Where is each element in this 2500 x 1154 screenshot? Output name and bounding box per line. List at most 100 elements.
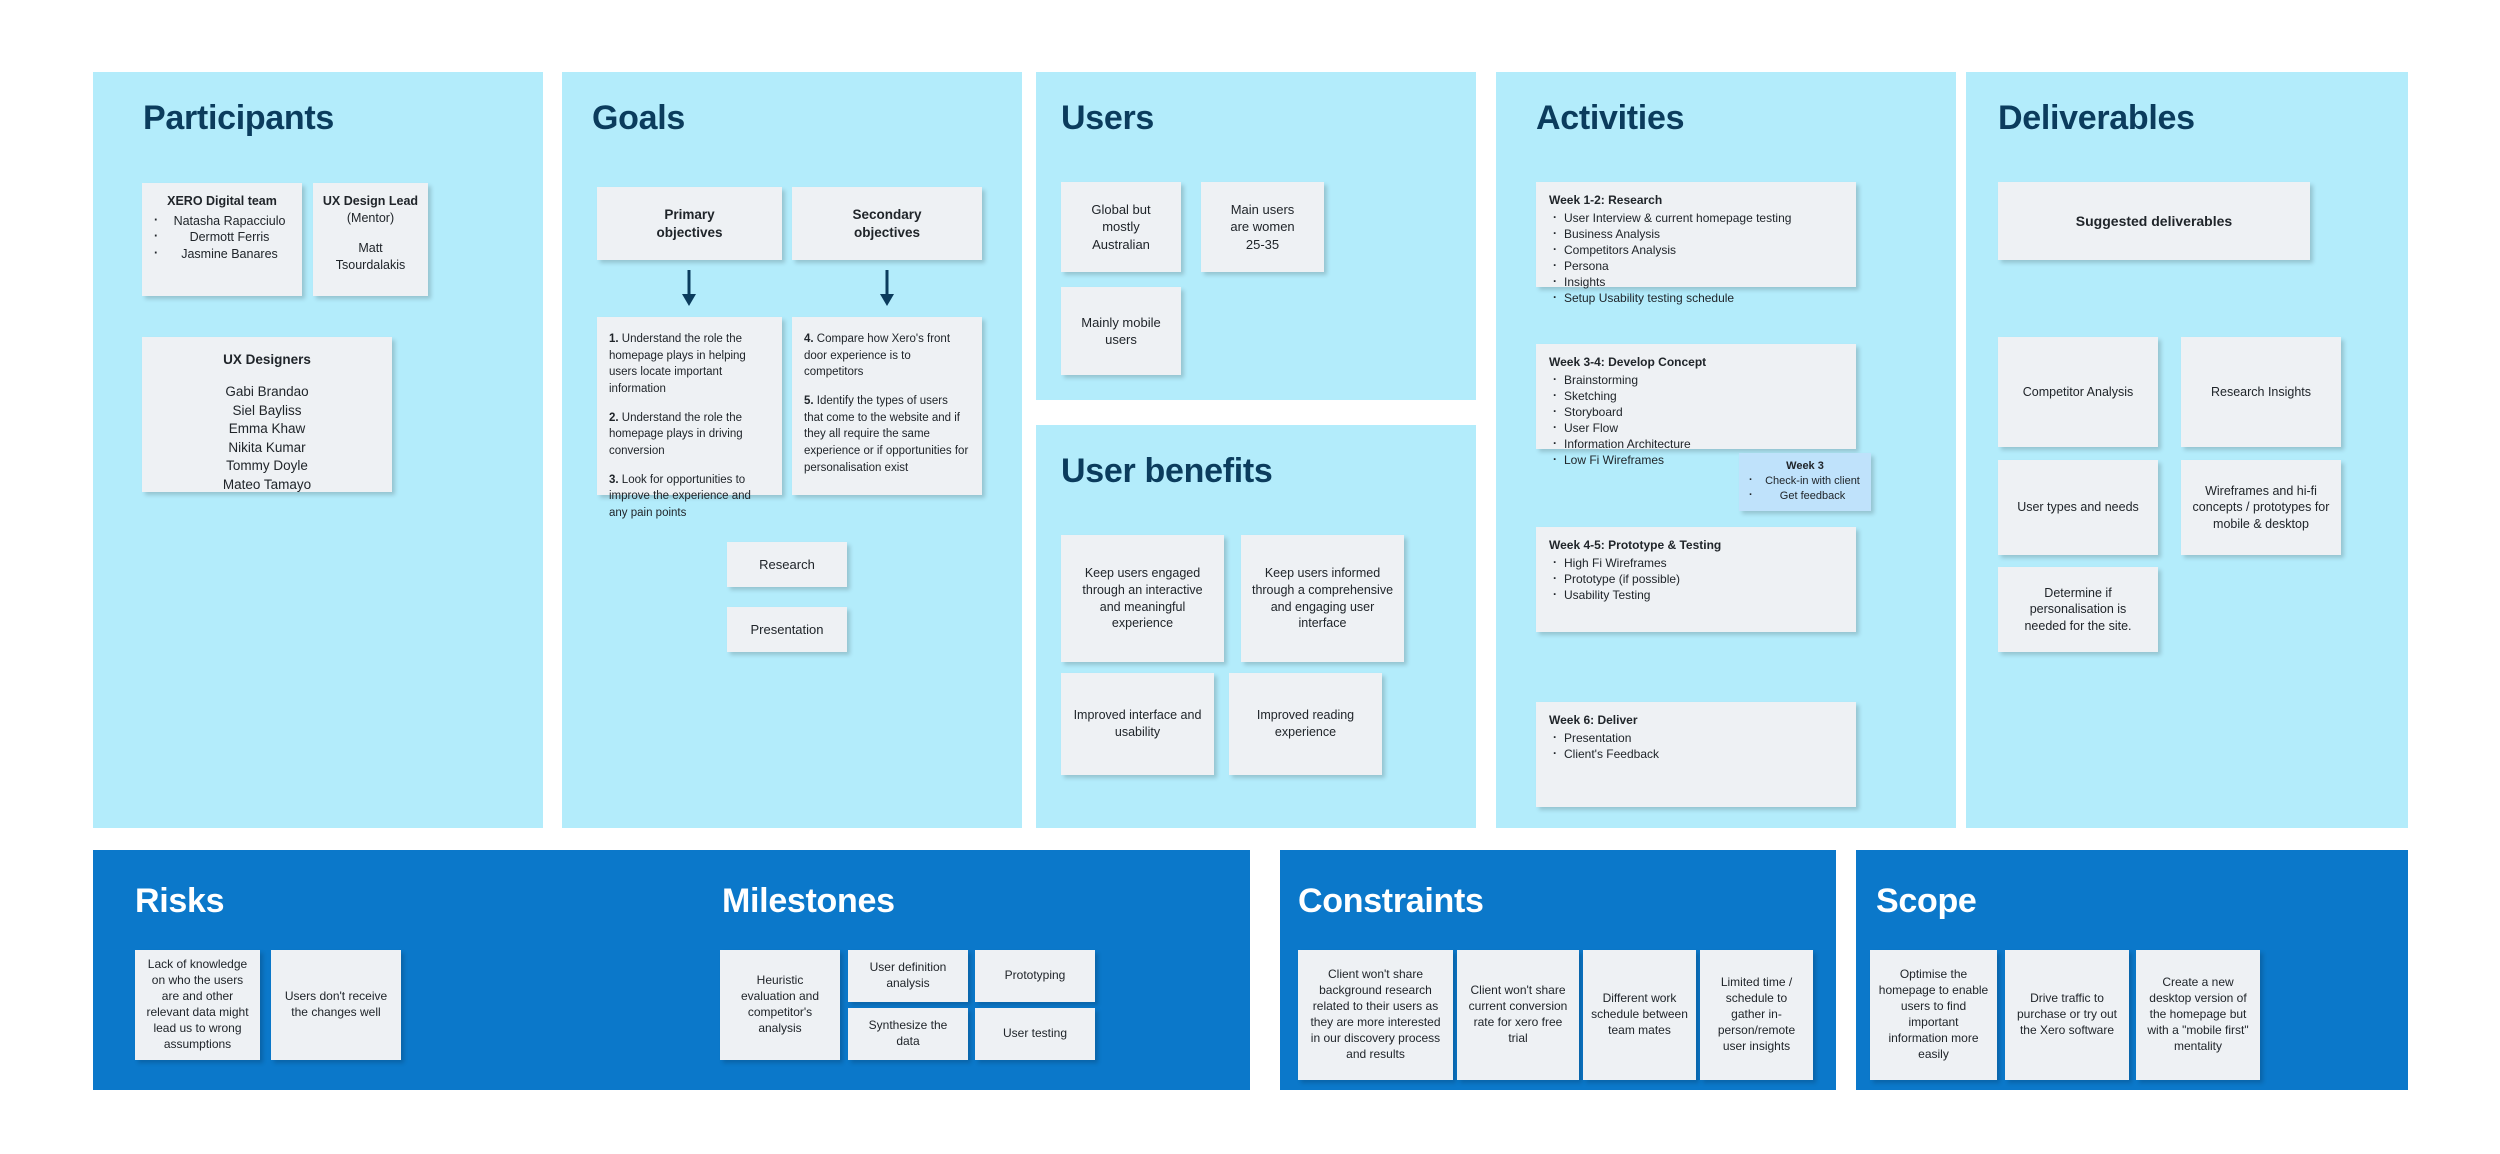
card-scope-optimise-homepage[interactable]: Optimise the homepage to enable users to… <box>1870 950 1997 1080</box>
goal-item-5: 5. Identify the types of users that come… <box>804 393 970 476</box>
ux-lead-name-line1: Matt <box>358 241 383 256</box>
list-item: Gabi Brandao <box>225 383 309 399</box>
list-item: Nikita Kumar <box>228 439 306 455</box>
deliverable-user-types-text: User types and needs <box>2017 500 2139 515</box>
secondary-objectives-line2: objectives <box>853 224 921 240</box>
constraint-conversion-rate-text: Client won't share current conversion ra… <box>1468 983 1568 1045</box>
goal-5-number: 5. <box>804 395 814 408</box>
card-users-women[interactable]: Main users are women 25-35 <box>1201 182 1324 272</box>
arrow-down-primary-icon <box>682 270 696 306</box>
constraints-title: Constraints <box>1298 882 1484 920</box>
card-deliverable-research-insights[interactable]: Research Insights <box>2181 337 2341 447</box>
users-mobile-line1: Mainly mobile <box>1081 314 1161 330</box>
milestone-user-definition-text: User definition analysis <box>869 960 947 990</box>
card-benefit-reading[interactable]: Improved reading experience <box>1229 673 1382 775</box>
card-milestone-user-testing[interactable]: User testing <box>975 1008 1095 1060</box>
list-item: Mateo Tamayo <box>222 477 312 493</box>
card-constraint-limited-time[interactable]: Limited time / schedule to gather in-per… <box>1700 950 1813 1080</box>
card-deliverable-wireframes[interactable]: Wireframes and hi-fi concepts / prototyp… <box>2181 460 2341 555</box>
benefit-interface-text: Improved interface and usability <box>1073 708 1202 739</box>
card-week-3-checkin-note[interactable]: Week 3 Check-in with client Get feedback <box>1739 453 1871 511</box>
primary-objectives-line2: objectives <box>656 224 723 240</box>
card-suggested-deliverables[interactable]: Suggested deliverables <box>1998 182 2310 260</box>
week-3-4-heading: Week 3-4: Develop Concept <box>1549 355 1707 369</box>
card-primary-objectives[interactable]: Primary objectives <box>597 187 782 260</box>
card-scope-drive-traffic[interactable]: Drive traffic to purchase or try out the… <box>2005 950 2129 1080</box>
panel-user-benefits: User benefits Keep users engaged through… <box>1036 425 1476 828</box>
suggested-deliverables-label: Suggested deliverables <box>2075 212 2233 229</box>
card-deliverable-competitor-analysis[interactable]: Competitor Analysis <box>1998 337 2158 447</box>
card-activity-week-1-2[interactable]: Week 1-2: Research User Interview & curr… <box>1536 182 1856 306</box>
users-mobile-line2: users <box>1105 332 1137 347</box>
card-benefit-interface[interactable]: Improved interface and usability <box>1061 673 1214 775</box>
card-benefit-informed[interactable]: Keep users informed through a comprehens… <box>1241 535 1404 662</box>
constraint-background-research-text: Client won't share background research r… <box>1310 967 1441 1061</box>
week-4-5-heading: Week 4-5: Prototype & Testing <box>1549 538 1722 552</box>
presentation-label: Presentation <box>750 621 824 637</box>
activities-title: Activities <box>1536 99 1685 137</box>
benefit-engaged-text: Keep users engaged through an interactiv… <box>1082 566 1203 631</box>
card-risk-lack-of-knowledge[interactable]: Lack of knowledge on who the users are a… <box>135 950 260 1060</box>
card-ux-designers[interactable]: UX Designers Gabi Brandao Siel Bayliss E… <box>142 337 392 492</box>
card-secondary-objectives[interactable]: Secondary objectives <box>792 187 982 260</box>
card-milestone-user-definition[interactable]: User definition analysis <box>848 950 968 1002</box>
card-activity-week-3-4[interactable]: Week 3-4: Develop Concept Brainstorming … <box>1536 344 1856 468</box>
panel-goals: Goals Primary objectives Secondary objec… <box>562 72 1022 828</box>
users-women-line2: are women <box>1230 219 1295 235</box>
deliverable-competitor-analysis-text: Competitor Analysis <box>2022 384 2134 399</box>
benefit-informed-text: Keep users informed through a comprehens… <box>1251 566 1394 631</box>
goal-4-text: Compare how Xero's front door experience… <box>804 333 951 379</box>
card-users-global[interactable]: Global but mostly Australian <box>1061 182 1181 272</box>
card-ux-design-lead[interactable]: UX Design Lead (Mentor) Matt Tsourdalaki… <box>313 183 428 296</box>
list-item: User Flow <box>1549 420 1691 437</box>
panel-scope: Scope Optimise the homepage to enable us… <box>1856 850 2408 1090</box>
card-xero-digital-team[interactable]: XERO Digital team Natasha Rapacciulo Der… <box>142 183 302 296</box>
users-women-line1: Main users <box>1230 202 1295 218</box>
card-milestone-heuristic[interactable]: Heuristic evaluation and competitor's an… <box>720 950 840 1060</box>
ux-lead-heading: UX Design Lead <box>322 194 419 208</box>
card-activity-week-6[interactable]: Week 6: Deliver Presentation Client's Fe… <box>1536 702 1856 807</box>
card-presentation[interactable]: Presentation <box>727 607 847 652</box>
goals-title: Goals <box>592 99 685 137</box>
card-scope-desktop-version[interactable]: Create a new desktop version of the home… <box>2136 950 2260 1080</box>
list-item: User Interview & current homepage testin… <box>1549 210 1791 227</box>
users-women-line3: 25-35 <box>1245 236 1280 252</box>
constraint-limited-time-text: Limited time / schedule to gather in-per… <box>1717 975 1796 1053</box>
card-activity-week-4-5[interactable]: Week 4-5: Prototype & Testing High Fi Wi… <box>1536 527 1856 632</box>
risk-users-reception-text: Users don't receive the changes well <box>284 989 388 1019</box>
card-risk-users-reception[interactable]: Users don't receive the changes well <box>271 950 401 1060</box>
list-item: Natasha Rapacciulo <box>150 212 294 230</box>
week-6-items: Presentation Client's Feedback <box>1549 730 1659 763</box>
panel-users: Users Global but mostly Australian Main … <box>1036 72 1476 400</box>
card-users-mobile[interactable]: Mainly mobile users <box>1061 287 1181 375</box>
milestone-heuristic-text: Heuristic evaluation and competitor's an… <box>740 973 820 1035</box>
arrow-down-secondary-icon <box>880 270 894 306</box>
list-item: Persona <box>1549 258 1791 275</box>
scope-drive-traffic-text: Drive traffic to purchase or try out the… <box>2016 991 2118 1037</box>
deliverable-personalisation-text: Determine if personalisation is needed f… <box>2024 585 2132 633</box>
card-research[interactable]: Research <box>727 542 847 587</box>
card-primary-goal-list[interactable]: 1. Understand the role the homepage play… <box>597 317 782 519</box>
card-milestone-synthesize[interactable]: Synthesize the data <box>848 1008 968 1060</box>
card-constraint-conversion-rate[interactable]: Client won't share current conversion ra… <box>1457 950 1579 1080</box>
list-item: Sketching <box>1549 388 1691 405</box>
users-global-line1: Global but <box>1091 202 1151 218</box>
users-title: Users <box>1061 99 1155 137</box>
users-global-line3: Australian <box>1092 236 1150 252</box>
ux-lead-name-line2: Tsourdalakis <box>335 257 406 272</box>
list-item: Client's Feedback <box>1549 746 1659 763</box>
card-constraint-work-schedule[interactable]: Different work schedule between team mat… <box>1583 950 1696 1080</box>
card-benefit-engaged[interactable]: Keep users engaged through an interactiv… <box>1061 535 1224 662</box>
list-item: Emma Khaw <box>228 421 306 437</box>
scope-optimise-homepage-text: Optimise the homepage to enable users to… <box>1878 967 1989 1061</box>
card-secondary-goal-list[interactable]: 4. Compare how Xero's front door experie… <box>792 317 982 495</box>
week-3-note-items: Check-in with client Get feedback <box>1745 473 1865 504</box>
card-deliverable-personalisation[interactable]: Determine if personalisation is needed f… <box>1998 567 2158 652</box>
card-milestone-prototyping[interactable]: Prototyping <box>975 950 1095 1002</box>
goal-4-number: 4. <box>804 333 814 345</box>
card-deliverable-user-types[interactable]: User types and needs <box>1998 460 2158 555</box>
scope-title: Scope <box>1876 882 1977 920</box>
constraint-work-schedule-text: Different work schedule between team mat… <box>1591 991 1688 1037</box>
card-constraint-background-research[interactable]: Client won't share background research r… <box>1298 950 1453 1080</box>
list-item: Insights <box>1549 274 1791 291</box>
